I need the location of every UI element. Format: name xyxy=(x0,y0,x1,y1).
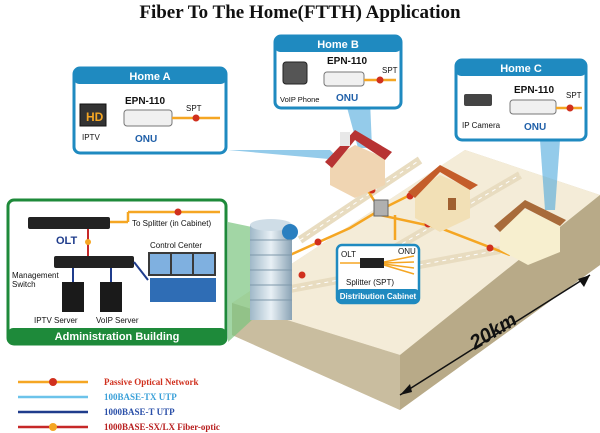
legend-label: 100BASE-TX UTP xyxy=(104,392,177,402)
home-a-device: IPTV xyxy=(82,133,100,142)
home-c-heading: Home C xyxy=(500,63,542,75)
house-a xyxy=(408,165,478,232)
home-b-beam xyxy=(345,100,372,148)
home-b-box: Home B VoIP Phone EPN-110 ONU SPT xyxy=(273,34,403,110)
home-a-box: Home A HD IPTV EPN-110 ONU SPT xyxy=(72,66,228,155)
legend-marker xyxy=(49,378,57,386)
home-a-onu: ONU xyxy=(135,134,157,145)
admin-control-center: Control Center xyxy=(150,241,202,250)
home-a-spt: SPT xyxy=(186,104,202,113)
voip-server xyxy=(100,282,122,312)
cabinet-splitter: Splitter (SPT) xyxy=(346,278,394,287)
home-a-heading: Home A xyxy=(129,71,170,83)
admin-iptv-server: IPTV Server xyxy=(34,316,78,325)
home-c-device: IP Camera xyxy=(462,121,501,130)
home-b-onu: ONU xyxy=(336,93,358,104)
distance-arrow xyxy=(399,274,591,396)
cabinet-heading: Distribution Cabinet xyxy=(340,292,417,301)
admin-voip-server: VoIP Server xyxy=(96,316,139,325)
hd-badge: HD xyxy=(86,110,104,124)
home-c-onu: ONU xyxy=(524,122,546,133)
admin-to-splitter: To Splitter (in Cabinet) xyxy=(132,219,211,228)
olt-device xyxy=(28,217,110,229)
home-b-heading: Home B xyxy=(317,39,359,51)
home-a-beam xyxy=(200,150,340,160)
home-c-beam xyxy=(540,140,560,210)
legend: Passive Optical Network 100BASE-TX UTP 100… xyxy=(18,377,220,432)
cabinet-map xyxy=(373,199,389,217)
phone-icon xyxy=(282,61,308,85)
admin-building-box: Administration Building OLT To Splitter … xyxy=(6,198,228,346)
legend-label: 1000BASE-SX/LX Fiber-optic xyxy=(104,422,220,432)
iptv-server xyxy=(62,282,84,312)
onu-icon xyxy=(323,71,365,87)
home-c-box: Home C IP Camera EPN-110 ONU SPT xyxy=(454,58,588,142)
onu-icon xyxy=(123,109,173,127)
splitter-icon xyxy=(360,258,384,268)
house-c xyxy=(494,200,566,265)
admin-tower xyxy=(250,219,298,320)
camera-icon xyxy=(464,94,492,106)
home-b-model: EPN-110 xyxy=(327,56,367,67)
home-b-device: VoIP Phone xyxy=(280,95,319,104)
cabinet-onu: ONU xyxy=(398,247,416,256)
operators xyxy=(150,278,216,302)
home-b-spt: SPT xyxy=(382,66,398,75)
cabinet-olt: OLT xyxy=(341,250,356,259)
legend-label: Passive Optical Network xyxy=(104,377,199,387)
distribution-cabinet-box: OLT ONU Splitter (SPT) Distribution Cabi… xyxy=(335,243,421,305)
admin-heading: Administration Building xyxy=(55,331,180,343)
onu-icon xyxy=(509,99,557,115)
legend-marker xyxy=(49,423,57,431)
admin-olt: OLT xyxy=(56,235,77,247)
home-c-spt: SPT xyxy=(566,91,582,100)
diagram-title: Fiber To The Home(FTTH) Application xyxy=(139,2,461,23)
home-a-model: EPN-110 xyxy=(125,96,165,107)
management-switch xyxy=(54,256,134,268)
house-b xyxy=(325,130,392,198)
tv-icon xyxy=(79,103,107,127)
legend-label: 1000BASE-T UTP xyxy=(104,407,175,417)
home-c-model: EPN-110 xyxy=(514,85,554,96)
